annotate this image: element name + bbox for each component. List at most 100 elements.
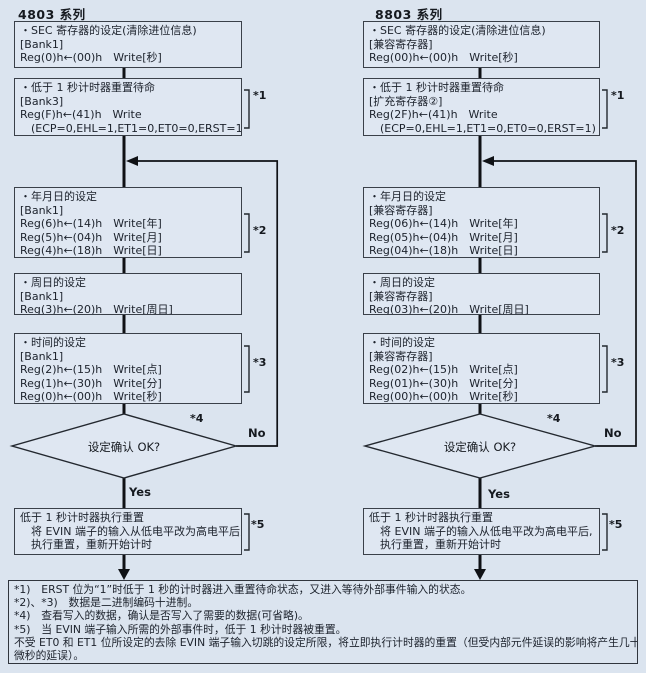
note-brackets <box>244 89 608 551</box>
text-line: ・低于 1 秒计时器重置待命 <box>20 81 155 94</box>
note-star-4-right: *4 <box>547 412 561 425</box>
bracket-note-2-right <box>602 213 608 253</box>
process-box-weekday-setting-8803: ・周日的设定[兼容寄存器]Reg(03)h←(20)h Write[周日] <box>363 273 600 315</box>
text-line: Reg(2)h←(15)h Write[点] <box>20 363 162 377</box>
text-line: ・低于 1 秒计时器重置待命 <box>369 81 504 94</box>
text-line: ・年月日的设定 <box>369 190 446 203</box>
text-line: [Bank1] <box>20 349 64 363</box>
text-line: ・时间的设定 <box>20 336 86 349</box>
text-line: [Bank1] <box>20 37 64 51</box>
text-line: ・周日的设定 <box>369 276 435 289</box>
text-line: Reg(0)h←(00)h Write[秒] <box>20 390 162 404</box>
text-line: [Bank3] <box>20 94 64 108</box>
bracket-note-1-left <box>244 89 250 129</box>
text-line: Reg(3)h←(20)h Write[周日] <box>20 303 173 315</box>
text-line: Reg(F)h←(41)h Write <box>20 108 142 122</box>
left-decision-diamond <box>9 413 239 479</box>
bracket-note-1-right <box>602 89 608 129</box>
bracket-note-5-right <box>602 513 608 551</box>
text-line: [Bank1] <box>20 203 64 217</box>
note-star-2-left: *2 <box>253 224 267 237</box>
note-star-3-left: *3 <box>253 356 267 369</box>
process-box-timer-reset-8803: 低于 1 秒计时器执行重置 将 EVIN 端子的输入从低电平改为高电平后, 执行… <box>363 508 600 555</box>
bracket-note-3-right <box>602 345 608 393</box>
text-line: Reg(06)h←(14)h Write[年] <box>369 217 518 231</box>
text-line: [兼容寄存器] <box>369 349 433 363</box>
process-box-reset-standby-8803: ・低于 1 秒计时器重置待命[扩充寄存器②]Reg(2F)h←(41)h Wri… <box>363 78 600 136</box>
footnote-box: *1) ERST 位为“1”时低于 1 秒的计时器进入重置待命状态，又进入等待外… <box>8 580 638 664</box>
process-box-sec-register-8803: ・SEC 寄存器的设定(清除进位信息)[兼容寄存器]Reg(00)h←(00)h… <box>363 21 600 68</box>
process-box-sec-register-4803: ・SEC 寄存器的设定(清除进位信息)[Bank1]Reg(0)h←(00)h … <box>14 21 242 68</box>
text-line: Reg(02)h←(15)h Write[点] <box>369 363 518 377</box>
yes-label-8803: Yes <box>488 487 510 501</box>
process-box-weekday-setting-4803: ・周日的设定[Bank1]Reg(3)h←(20)h Write[周日] <box>14 273 242 315</box>
text-line: 将 EVIN 端子的输入从低电平改为高电平后, <box>369 524 593 538</box>
text-line: *2)、*3) 数据是二进制编码十进制。 <box>14 596 199 610</box>
left-no-feedback-line <box>137 160 279 447</box>
text-line: Reg(00)h←(00)h Write[秒] <box>369 51 518 65</box>
text-line: [兼容寄存器] <box>369 37 433 51</box>
right-decision-diamond <box>362 413 598 479</box>
text-line: Reg(0)h←(00)h Write[秒] <box>20 51 162 65</box>
text-line: Reg(6)h←(14)h Write[年] <box>20 217 162 231</box>
process-box-time-setting-4803: ・时间的设定[Bank1]Reg(2)h←(15)h Write[点]Reg(1… <box>14 333 242 404</box>
process-box-time-setting-8803: ・时间的设定[兼容寄存器]Reg(02)h←(15)h Write[点]Reg(… <box>363 333 600 404</box>
text-line: [扩充寄存器②] <box>369 94 443 108</box>
text-line: [兼容寄存器] <box>369 289 433 303</box>
text-line: 执行重置，重新开始计时 <box>369 538 501 552</box>
right-merge-arrowhead <box>482 156 494 166</box>
yes-label-4803: Yes <box>129 485 151 499</box>
text-line: ・时间的设定 <box>369 336 435 349</box>
note-star-5-right: *5 <box>609 518 623 531</box>
left-merge-arrowhead <box>126 156 138 166</box>
column-header-8803: 8803 系列 <box>375 7 443 22</box>
note-star-2-right: *2 <box>611 224 625 237</box>
bracket-note-3-left <box>244 345 250 393</box>
text-line: ・周日的设定 <box>20 276 86 289</box>
column-header-4803: 4803 系列 <box>18 7 86 22</box>
text-line: Reg(03)h←(20)h Write[周日] <box>369 303 529 315</box>
text-line: Reg(5)h←(04)h Write[月] <box>20 230 162 244</box>
text-line: Reg(04)h←(18)h Write[日] <box>369 244 518 258</box>
text-line: 低于 1 秒计时器执行重置 <box>369 511 493 524</box>
text-line: 执行重置，重新开始计时 <box>20 538 152 552</box>
text-line: 将 EVIN 端子的输入从低电平改为高电平后, <box>20 524 242 538</box>
right-no-feedback-line <box>493 160 637 447</box>
no-label-8803: No <box>604 426 622 440</box>
text-line: 低于 1 秒计时器执行重置 <box>20 511 144 524</box>
decision-label-8803: 设定确认 OK? <box>443 440 517 454</box>
no-label-4803: No <box>248 426 266 440</box>
note-star-1-left: *1 <box>253 89 267 102</box>
text-line: 不受 ET0 和 ET1 位所设定的去除 EVIN 端子输入切跳的设定所限，将立… <box>14 635 638 649</box>
text-line: (ECP=0,EHL=1,ET1=0,ET0=0,ERST=1) <box>20 121 242 135</box>
text-line: [Bank1] <box>20 289 64 303</box>
process-box-date-setting-4803: ・年月日的设定[Bank1]Reg(6)h←(14)h Write[年]Reg(… <box>14 187 242 258</box>
bracket-note-2-left <box>244 213 250 253</box>
text-line: *4) 查看写入的数据，确认是否写入了需要的数据(可省略)。 <box>14 609 309 623</box>
decision-label-4803: 设定确认 OK? <box>87 440 161 454</box>
note-star-3-right: *3 <box>611 356 625 369</box>
text-line: Reg(01)h←(30)h Write[分] <box>369 376 518 390</box>
text-line: Reg(05)h←(04)h Write[月] <box>369 230 518 244</box>
text-line: [兼容寄存器] <box>369 203 433 217</box>
text-line: Reg(2F)h←(41)h Write <box>369 108 498 122</box>
text-line: (ECP=0,EHL=1,ET1=0,ET0=0,ERST=1) <box>369 121 596 135</box>
text-line: *1) ERST 位为“1”时低于 1 秒的计时器进入重置待命状态，又进入等待外… <box>14 583 472 596</box>
text-line: Reg(00)h←(00)h Write[秒] <box>369 390 518 404</box>
process-box-reset-standby-4803: ・低于 1 秒计时器重置待命[Bank3]Reg(F)h←(41)h Write… <box>14 78 242 136</box>
text-line: ・SEC 寄存器的设定(清除进位信息) <box>369 24 546 37</box>
right-footnote-arrowhead <box>474 569 486 580</box>
text-line: Reg(4)h←(18)h Write[日] <box>20 244 162 258</box>
bracket-note-5-left <box>244 513 250 551</box>
left-footnote-arrowhead <box>118 569 130 580</box>
text-line: ・年月日的设定 <box>20 190 97 203</box>
process-box-timer-reset-4803: 低于 1 秒计时器执行重置 将 EVIN 端子的输入从低电平改为高电平后, 执行… <box>14 508 242 555</box>
process-box-date-setting-8803: ・年月日的设定[兼容寄存器]Reg(06)h←(14)h Write[年]Reg… <box>363 187 600 258</box>
note-star-4-left: *4 <box>190 412 204 425</box>
text-line: *5) 当 EVIN 端子输入所需的外部事件时，低于 1 秒计时器被重置。 <box>14 622 347 636</box>
text-line: Reg(1)h←(30)h Write[分] <box>20 376 162 390</box>
note-star-5-left: *5 <box>251 518 265 531</box>
note-star-1-right: *1 <box>611 89 625 102</box>
